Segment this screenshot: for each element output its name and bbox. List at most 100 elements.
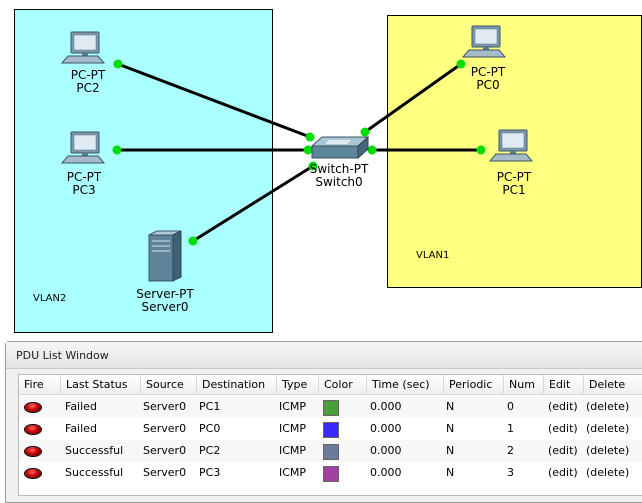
- link-dot: [367, 145, 377, 155]
- pc-icon: [60, 31, 106, 64]
- cell-source: Server0: [143, 422, 187, 435]
- delete-link[interactable]: (delete): [586, 400, 630, 413]
- topology-canvas[interactable]: VLAN2 VLAN1 PC-PT: [0, 0, 642, 336]
- pdu-row[interactable]: Successful Server0 PC3 ICMP 0.000 N 3 (e…: [19, 462, 642, 484]
- col-header-destination[interactable]: Destination: [197, 375, 277, 395]
- fire-button-icon[interactable]: [25, 425, 41, 434]
- col-header-fire[interactable]: Fire: [19, 375, 61, 395]
- device-label-pc2: PC-PT PC2: [62, 69, 114, 95]
- cell-periodic: N: [446, 422, 455, 435]
- device-name-label: Switch0: [315, 175, 363, 189]
- device-type-label: PC-PT: [470, 65, 506, 79]
- pdu-row[interactable]: Failed Server0 PC1 ICMP 0.000 N 0 (edit)…: [19, 396, 642, 418]
- col-header-last-status[interactable]: Last Status: [61, 375, 141, 395]
- link-dot: [360, 127, 370, 137]
- cell-time: 0.000: [370, 400, 402, 413]
- cell-periodic: N: [446, 466, 455, 479]
- col-header-source[interactable]: Source: [141, 375, 197, 395]
- edit-link[interactable]: (edit): [548, 400, 578, 413]
- pdu-color-swatch: [323, 466, 339, 482]
- col-header-type[interactable]: Type: [277, 375, 319, 395]
- pdu-table[interactable]: Fire Last Status Source Destination Type…: [18, 374, 642, 496]
- device-name-label: Server0: [141, 300, 189, 314]
- pc-icon: [60, 131, 106, 164]
- pdu-window-titlebar[interactable]: PDU List Window: [6, 342, 642, 369]
- cell-num: 1: [507, 422, 514, 435]
- edit-link[interactable]: (edit): [548, 444, 578, 457]
- device-label-pc3: PC-PT PC3: [58, 171, 110, 197]
- pdu-color-swatch: [323, 422, 339, 438]
- vlan2-area[interactable]: VLAN2: [14, 9, 273, 333]
- device-type-label: Server-PT: [136, 287, 194, 301]
- cell-type: ICMP: [279, 444, 307, 457]
- pdu-color-swatch: [323, 400, 339, 416]
- pdu-list-window[interactable]: PDU List Window Fire Last Status Source …: [5, 341, 642, 503]
- device-name-label: PC0: [476, 78, 500, 92]
- cell-type: ICMP: [279, 466, 307, 479]
- cell-source: Server0: [143, 444, 187, 457]
- delete-link[interactable]: (delete): [586, 422, 630, 435]
- col-header-periodic[interactable]: Periodic: [444, 375, 504, 395]
- link-server0-switch0: [192, 164, 314, 243]
- cell-destination: PC2: [199, 444, 221, 457]
- link-dot: [308, 161, 318, 171]
- pc-icon: [488, 129, 534, 162]
- edit-link[interactable]: (edit): [548, 466, 578, 479]
- delete-link[interactable]: (delete): [586, 444, 630, 457]
- server-icon: [148, 230, 182, 282]
- cell-periodic: N: [446, 400, 455, 413]
- device-name-label: PC3: [72, 183, 96, 197]
- cell-num: 3: [507, 466, 514, 479]
- fire-button-icon[interactable]: [25, 403, 41, 412]
- col-header-num[interactable]: Num: [504, 375, 544, 395]
- cell-last-status: Failed: [65, 400, 97, 413]
- device-type-label: PC-PT: [70, 68, 106, 82]
- device-pc3[interactable]: [58, 130, 108, 164]
- cell-time: 0.000: [370, 466, 402, 479]
- cell-last-status: Successful: [65, 466, 124, 479]
- fire-button-icon[interactable]: [25, 469, 41, 478]
- link-switch0-pc0: [364, 62, 462, 134]
- cell-source: Server0: [143, 400, 187, 413]
- edit-link[interactable]: (edit): [548, 422, 578, 435]
- device-pc2[interactable]: [58, 30, 108, 64]
- pc-icon: [461, 25, 507, 58]
- device-switch0[interactable]: [308, 134, 370, 164]
- device-pc1[interactable]: [486, 128, 536, 162]
- device-label-pc1: PC-PT PC1: [488, 171, 540, 197]
- device-type-label: PC-PT: [496, 170, 532, 184]
- cell-destination: PC1: [199, 400, 221, 413]
- device-label-switch0: Switch-PT Switch0: [303, 163, 375, 189]
- link-dot: [188, 236, 198, 246]
- link-dot: [476, 145, 486, 155]
- cell-type: ICMP: [279, 400, 307, 413]
- col-header-time[interactable]: Time (sec): [367, 375, 444, 395]
- col-header-delete[interactable]: Delete: [584, 375, 642, 395]
- cell-destination: PC0: [199, 422, 221, 435]
- switch-icon: [310, 135, 370, 160]
- link-dot: [113, 59, 123, 69]
- delete-link[interactable]: (delete): [586, 466, 630, 479]
- fire-button-icon[interactable]: [25, 447, 41, 456]
- device-pc0[interactable]: [459, 24, 509, 58]
- col-header-edit[interactable]: Edit: [544, 375, 584, 395]
- cell-num: 2: [507, 444, 514, 457]
- pdu-row[interactable]: Successful Server0 PC2 ICMP 0.000 N 2 (e…: [19, 440, 642, 462]
- cell-destination: PC3: [199, 466, 221, 479]
- device-server0[interactable]: [141, 229, 185, 283]
- vlan2-label: VLAN2: [33, 293, 67, 304]
- cell-source: Server0: [143, 466, 187, 479]
- link-status-dots: [112, 59, 486, 246]
- link-dot: [305, 132, 315, 142]
- cell-time: 0.000: [370, 444, 402, 457]
- cell-time: 0.000: [370, 422, 402, 435]
- pdu-window-title: PDU List Window: [16, 349, 109, 362]
- cell-num: 0: [507, 400, 514, 413]
- col-header-color[interactable]: Color: [319, 375, 367, 395]
- link-dot: [456, 59, 466, 69]
- cell-last-status: Failed: [65, 422, 97, 435]
- cell-periodic: N: [446, 444, 455, 457]
- device-label-server0: Server-PT Server0: [128, 288, 202, 314]
- link-pc2-switch0: [117, 62, 311, 139]
- pdu-row[interactable]: Failed Server0 PC0 ICMP 0.000 N 1 (edit)…: [19, 418, 642, 440]
